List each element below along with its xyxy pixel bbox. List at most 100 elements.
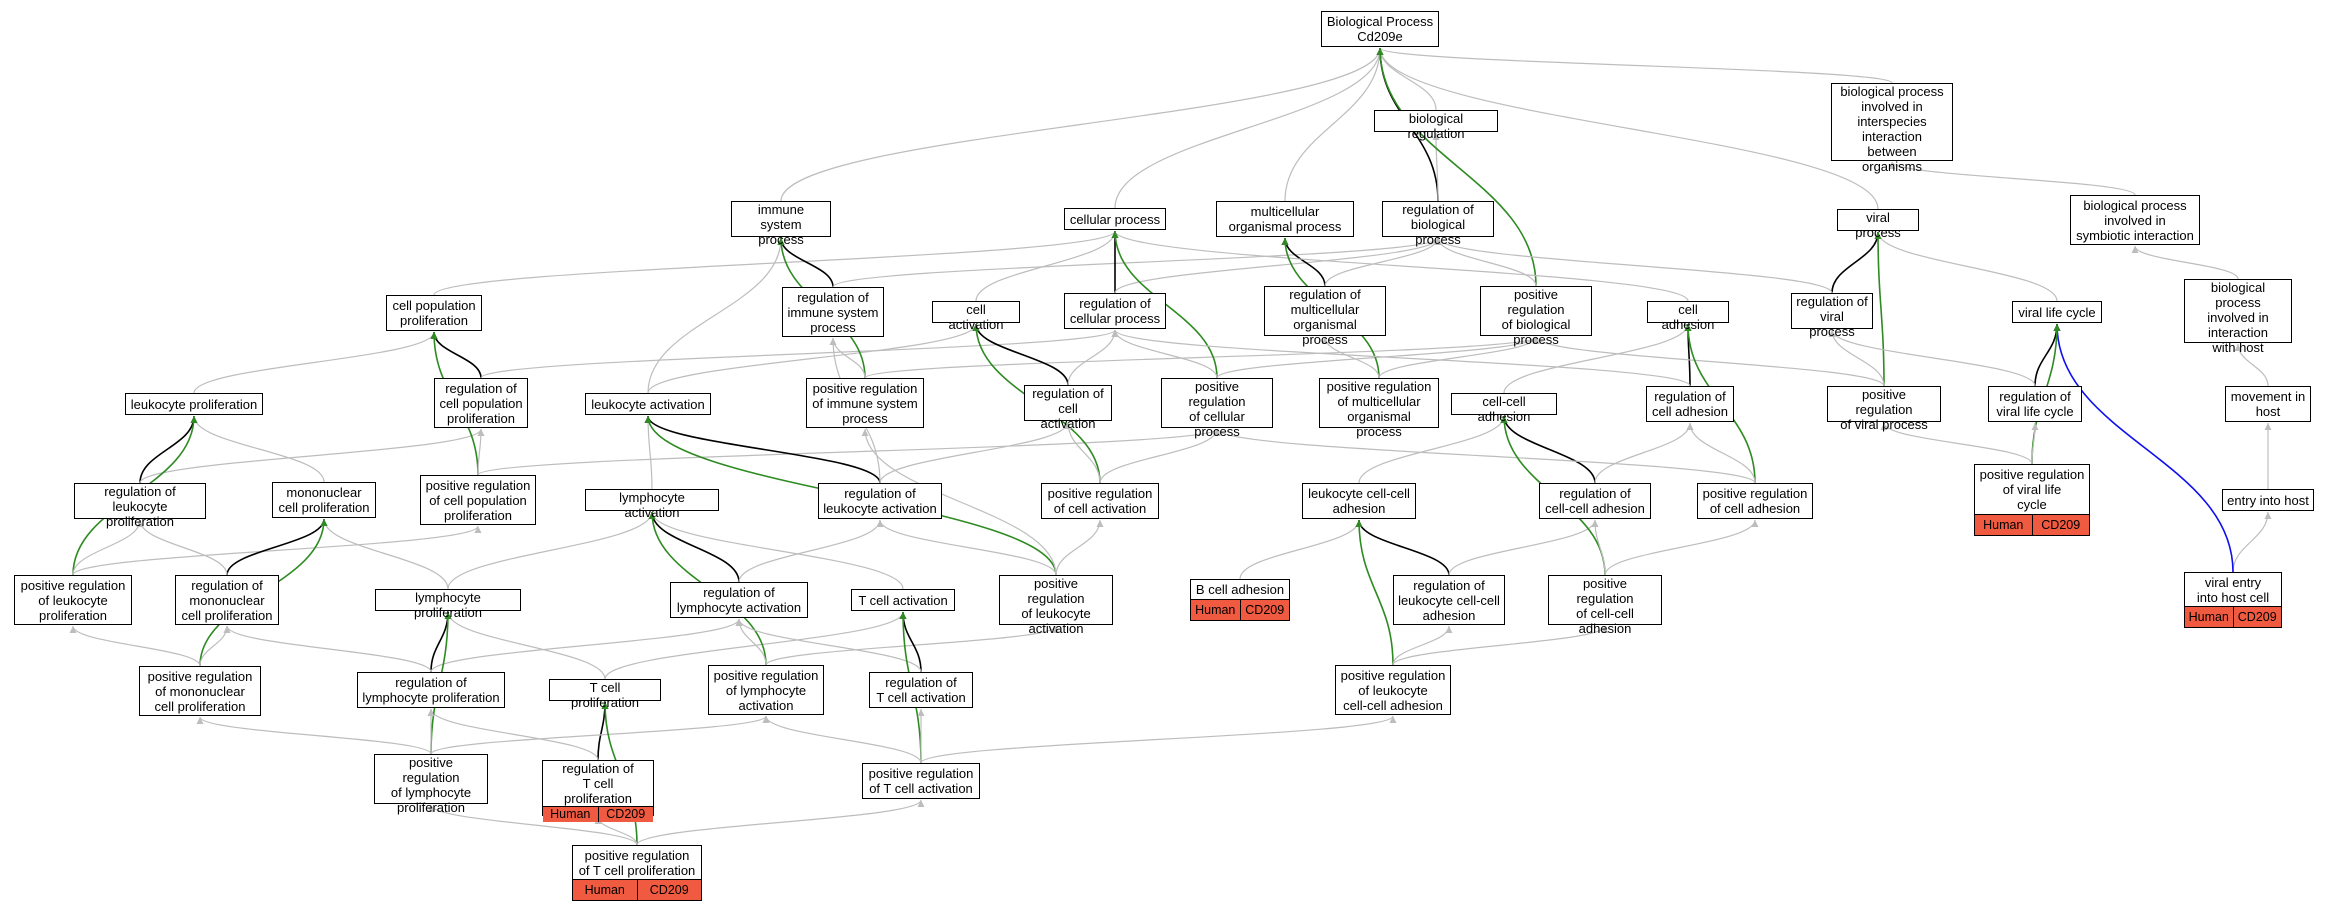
node-regcelladh[interactable]: regulation of cell adhesion — [1646, 386, 1734, 422]
edge-is-a — [1321, 336, 1380, 379]
node-leukprol[interactable]: leukocyte proliferation — [125, 393, 263, 415]
node-ccadh[interactable]: cell-cell adhesion — [1451, 393, 1557, 424]
edge-is-a — [832, 237, 1442, 288]
node-label: T cell activation — [858, 592, 948, 608]
node-tcellprol[interactable]: T cell proliferation — [549, 679, 661, 710]
node-label: biological process involved in interspec… — [1840, 84, 1944, 174]
node-posregleukact[interactable]: positive regulation of leukocyte activat… — [999, 575, 1113, 636]
edge-is-a — [1099, 428, 1221, 484]
node-posregleukprol[interactable]: positive regulation of leukocyte prolife… — [14, 575, 132, 625]
node-posregmononuc[interactable]: positive regulation of mononuclear cell … — [139, 666, 261, 716]
node-regvlc[interactable]: regulation of viral life cycle — [1988, 386, 2082, 422]
node-posregccadh[interactable]: positive regulation of cell-cell adhesio… — [1548, 575, 1662, 636]
node-posregcpp[interactable]: positive regulation of cell population p… — [420, 475, 536, 525]
node-regviral[interactable]: regulation of viral process — [1791, 293, 1873, 339]
node-posregviral[interactable]: positive regulation of viral process — [1827, 386, 1941, 432]
edge-is-a — [447, 511, 656, 590]
node-regmononuc[interactable]: regulation of mononuclear cell prolifera… — [175, 575, 279, 625]
node-leukact[interactable]: leukocyte activation — [585, 393, 711, 415]
node-label: movement in host — [2230, 389, 2306, 419]
node-cellproc[interactable]: cellular process — [1064, 208, 1166, 230]
node-vlc[interactable]: viral life cycle — [2012, 301, 2102, 323]
node-leukccadh[interactable]: leukocyte cell-cell adhesion — [1302, 483, 1416, 519]
edge-is-a — [1114, 237, 1442, 294]
node-entryhost[interactable]: entry into host — [2222, 489, 2314, 511]
annotation-species: Human — [1191, 600, 1240, 620]
edge-is-a — [1874, 231, 2058, 302]
node-posregmulti[interactable]: positive regulation of multicellular org… — [1319, 378, 1439, 439]
node-immsys[interactable]: immune system process — [731, 201, 831, 247]
node-regleukccadh[interactable]: regulation of leukocyte cell-cell adhesi… — [1393, 575, 1505, 625]
node-bp[interactable]: Biological Process Cd209e — [1321, 11, 1439, 47]
node-posregcell[interactable]: positive regulation of cellular process — [1161, 378, 1273, 439]
node-posreglymphact[interactable]: positive regulation of lymphocyte activa… — [708, 665, 824, 715]
node-cellact[interactable]: cell activation — [932, 301, 1020, 332]
edge-is-a — [1216, 336, 1540, 379]
edge-is-a — [1503, 323, 1692, 394]
node-regleukact[interactable]: regulation of leukocyte activation — [818, 483, 942, 519]
node-breg[interactable]: biological regulation — [1374, 110, 1498, 141]
node-label: positive regulation of cell adhesion — [1702, 486, 1808, 516]
node-tcellact[interactable]: T cell activation — [851, 589, 955, 611]
node-label: lymphocyte activation — [619, 490, 685, 520]
node-posregcelladh[interactable]: positive regulation of cell adhesion — [1697, 483, 1813, 519]
node-label: regulation of T cell activation — [876, 675, 966, 705]
node-label: leukocyte proliferation — [130, 396, 258, 412]
node-regmulti[interactable]: regulation of multicellular organismal p… — [1264, 286, 1386, 347]
node-lymphact[interactable]: lymphocyte activation — [585, 489, 719, 520]
node-label: cell population proliferation — [392, 298, 476, 328]
edge-is-a — [2131, 245, 2239, 280]
node-lymphprol[interactable]: lymphocyte proliferation — [375, 589, 521, 620]
edge-is-a — [1111, 329, 1691, 387]
edge-is-a — [604, 611, 907, 680]
node-reglymphact[interactable]: regulation of lymphocyte activation — [670, 582, 808, 618]
edge-is-a — [196, 716, 432, 755]
node-reglymphprol[interactable]: regulation of lymphocyte proliferation — [357, 672, 505, 708]
edge-positively-regulates — [1376, 47, 1537, 287]
edge-part-of — [1355, 519, 1450, 576]
edge-viral-edge — [2053, 323, 2234, 573]
node-posregimm[interactable]: positive regulation of immune system pro… — [806, 378, 924, 428]
node-movhost[interactable]: movement in host — [2225, 386, 2311, 422]
node-label: regulation of multicellular organismal p… — [1289, 287, 1361, 347]
node-label: lymphocyte proliferation — [414, 590, 482, 620]
annotation-gene: CD209 — [636, 880, 701, 900]
node-multi[interactable]: multicellular organismal process — [1216, 201, 1354, 237]
edge-is-a — [765, 625, 1060, 666]
node-posreglymphprol[interactable]: positive regulation of lymphocyte prolif… — [374, 754, 488, 815]
node-bpsymb[interactable]: biological process involved in symbiotic… — [2070, 195, 2200, 245]
edge-is-a — [647, 237, 785, 394]
edge-is-a — [1448, 519, 1599, 576]
node-viralproc[interactable]: viral process — [1837, 209, 1919, 240]
node-cpp[interactable]: cell population proliferation — [386, 295, 482, 331]
node-regbio[interactable]: regulation of biological process — [1382, 201, 1494, 247]
node-regimm[interactable]: regulation of immune system process — [782, 287, 884, 337]
edge-is-a — [444, 611, 606, 680]
node-mononuc[interactable]: mononuclear cell proliferation — [272, 482, 376, 518]
edge-is-a — [762, 715, 922, 764]
node-bphost[interactable]: biological process involved in interacti… — [2184, 279, 2292, 355]
node-regtcellact[interactable]: regulation of T cell activation — [869, 672, 973, 708]
node-posregleukccadh[interactable]: positive regulation of leukocyte cell-ce… — [1335, 665, 1451, 715]
node-label: regulation of immune system process — [787, 289, 879, 335]
node-posregtcellact[interactable]: positive regulation of T cell activation — [862, 763, 980, 799]
edge-is-a — [861, 428, 1057, 576]
node-posregtcellprol[interactable]: positive regulation of T cell proliferat… — [572, 845, 702, 901]
node-regcell[interactable]: regulation of cellular process — [1064, 293, 1166, 329]
node-celladh[interactable]: cell adhesion — [1647, 301, 1729, 332]
node-posregbio[interactable]: positive regulation of biological proces… — [1480, 286, 1592, 347]
edge-is-a — [879, 421, 1072, 484]
node-label: leukocyte cell-cell adhesion — [1308, 486, 1410, 516]
node-regccadh[interactable]: regulation of cell-cell adhesion — [1539, 483, 1651, 519]
edge-is-a — [1880, 422, 2033, 465]
annotation-gene: CD209 — [2031, 515, 2089, 535]
node-posregcellact[interactable]: positive regulation of cell activation — [1041, 483, 1159, 519]
node-regcpp[interactable]: regulation of cell population proliferat… — [434, 378, 528, 428]
node-regleukprol[interactable]: regulation of leukocyte proliferation — [74, 483, 206, 529]
node-bpinter[interactable]: biological process involved in interspec… — [1831, 83, 1953, 174]
node-regcellact[interactable]: regulation of cell activation — [1024, 385, 1112, 431]
